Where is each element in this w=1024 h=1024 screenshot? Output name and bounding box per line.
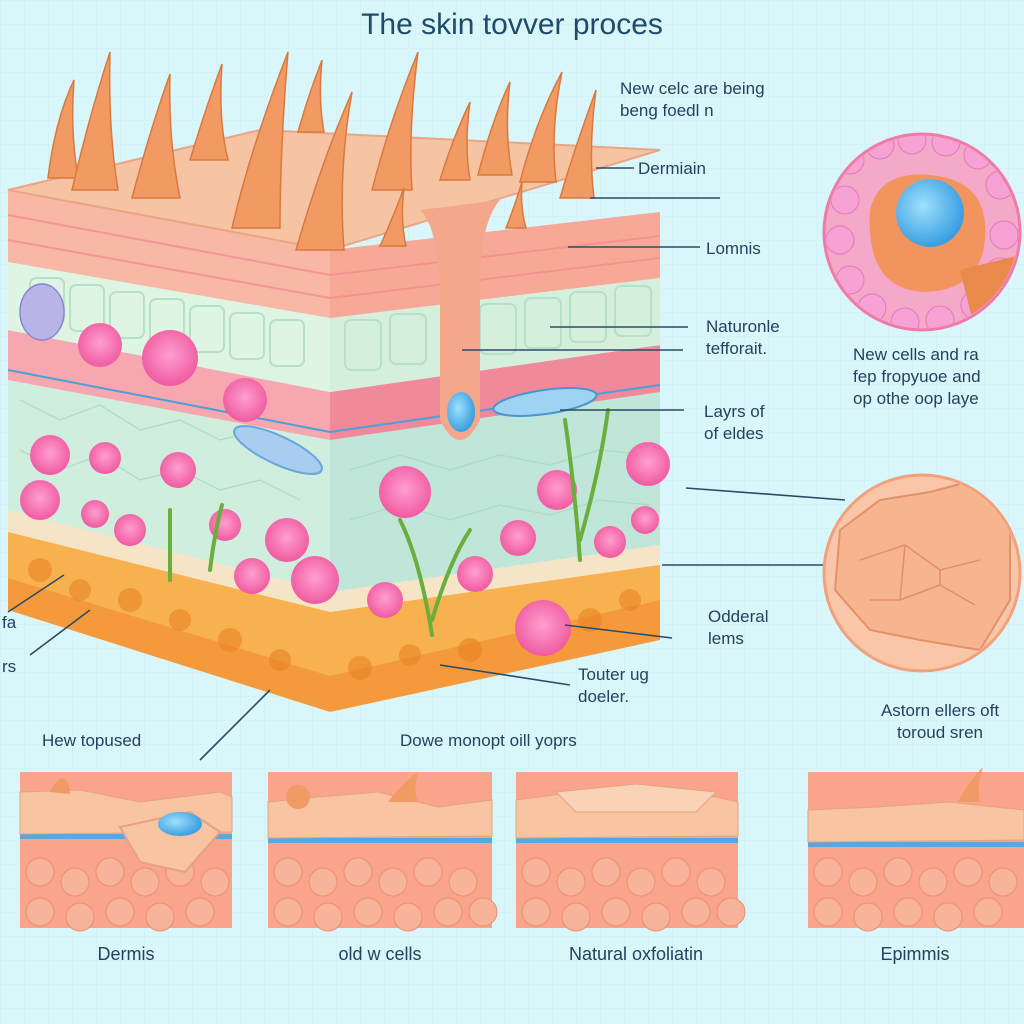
label-hew-topused: Hew topused <box>42 731 142 750</box>
label-new-cells: New celc are being beng foedl n <box>620 79 765 120</box>
diagram-title: The skin tovver proces <box>361 8 663 41</box>
label-dowe: Dowe monopt oill yoprs <box>400 731 577 750</box>
label-dermis: Dermiain <box>638 159 707 178</box>
label-naturonle: Naturonle tefforait. <box>706 317 780 358</box>
label-new-cells-right: New cells and ra fep fropyuoe and op oth… <box>853 345 981 408</box>
label-lomnis: Lomnis <box>706 239 761 258</box>
panel-caption-2: old w cells <box>338 944 422 964</box>
label-astorn: Astorn ellers oft toroud sren <box>880 701 1000 742</box>
label-layers: Layrs of of eldes <box>704 402 765 443</box>
panel-caption-3: Natural oxfoliatin <box>568 944 704 964</box>
label-odderal: Odderal lems <box>708 607 769 648</box>
panel-caption-1: Dermis <box>97 944 155 964</box>
label-left-fa: fa <box>2 613 17 632</box>
panel-caption-4: Epimmis <box>880 944 950 964</box>
label-left-rs: rs <box>2 657 17 676</box>
label-touter: Touter ug doeler. <box>578 665 649 706</box>
